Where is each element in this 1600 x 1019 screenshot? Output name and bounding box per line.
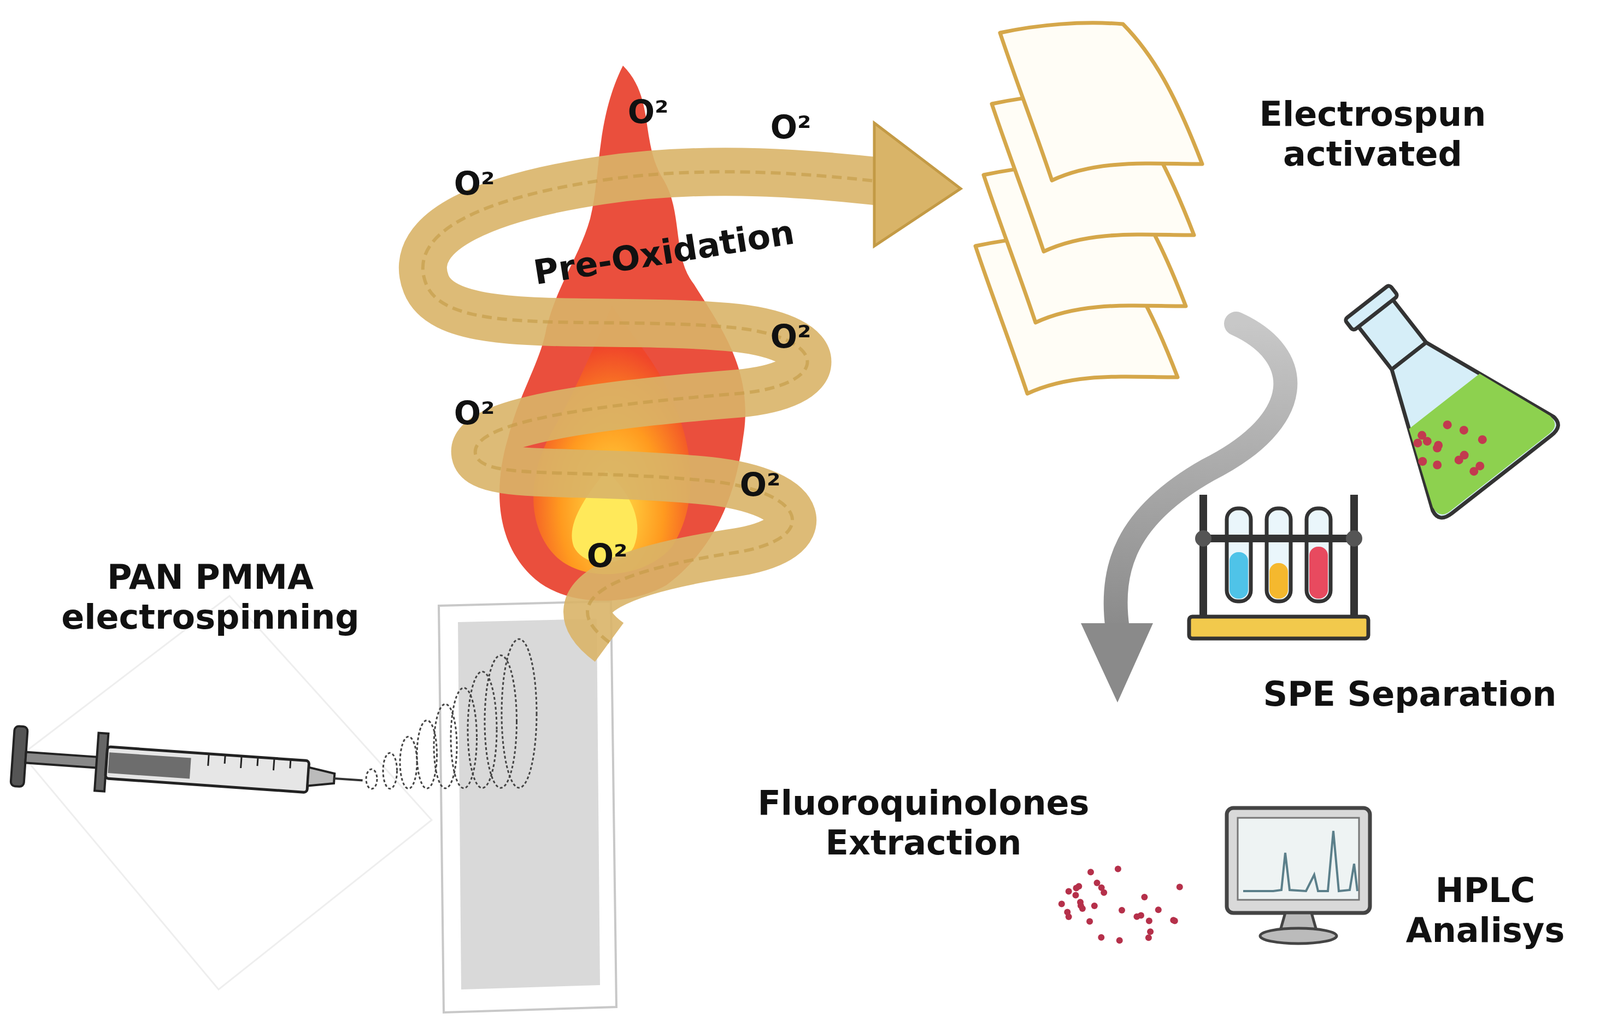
oxygen-label: O²	[430, 165, 519, 203]
oxygen-label: O²	[563, 537, 651, 575]
molecule-dot	[1114, 865, 1122, 873]
oxygen-label: O²	[430, 394, 519, 432]
molecule-dot	[1413, 438, 1422, 447]
syringe-hub	[307, 767, 335, 788]
hplc-monitor	[1226, 807, 1370, 944]
jet-loop	[501, 638, 537, 788]
background-diamond	[21, 595, 432, 990]
monitor-base	[1260, 927, 1337, 944]
step-label: HPLC Analisys	[1378, 869, 1592, 950]
tube-liquid	[1229, 551, 1249, 599]
molecule-dot	[1116, 936, 1123, 944]
electrospinning-jet	[366, 638, 537, 789]
jet-loop	[383, 752, 398, 789]
monitor-screen	[1237, 817, 1360, 900]
molecule-dot	[1475, 461, 1485, 470]
molecule-dot	[1133, 913, 1140, 920]
molecule-dot	[1422, 436, 1432, 446]
collector-frame	[438, 601, 617, 1013]
syringe	[10, 725, 365, 811]
rack-bar	[1202, 534, 1356, 543]
jet-loop	[400, 736, 417, 789]
step-label: PAN PMMA electrospinning	[24, 556, 397, 637]
flask-rim	[1344, 284, 1398, 332]
molecule-dot	[1093, 879, 1101, 886]
jet-loop	[433, 703, 457, 788]
rack-knob	[1345, 530, 1363, 547]
test-tube	[1306, 508, 1331, 602]
flask-molecules	[1413, 420, 1487, 476]
molecule-dot	[1478, 434, 1487, 444]
molecule-dot	[1075, 882, 1082, 890]
step-label: Fluoroquinolones Extraction	[721, 782, 1126, 863]
chromatogram	[1243, 830, 1358, 891]
molecule-dot	[1097, 933, 1105, 941]
syringe-barrel	[105, 746, 310, 793]
molecule-dot	[1086, 918, 1093, 925]
test-tube	[1226, 508, 1251, 602]
collector-mesh	[457, 618, 600, 990]
jet-loop	[484, 655, 517, 788]
step-label: Electrospun activated	[1225, 93, 1521, 174]
molecule-dot	[1418, 456, 1427, 466]
molecule-dot	[1171, 917, 1179, 925]
jet-loop	[467, 671, 497, 788]
molecule-dot	[1091, 902, 1098, 909]
molecule-dot	[1443, 420, 1452, 429]
step-label: SPE Separation	[1202, 673, 1600, 714]
oxygen-label: O²	[716, 466, 804, 504]
molecule-dot	[1432, 460, 1442, 470]
molecule-dot	[1098, 884, 1105, 891]
flask	[1306, 254, 1563, 522]
molecule-dot	[1072, 891, 1080, 898]
test-tube-rack	[1189, 494, 1369, 639]
rack-post	[1199, 494, 1208, 621]
molecule-dot	[1077, 902, 1085, 909]
syringe-plunger	[107, 751, 191, 779]
jet-loop	[416, 720, 438, 789]
rack-post	[1350, 494, 1358, 621]
tube-liquid	[1309, 546, 1328, 599]
oxygen-label: O²	[746, 318, 835, 356]
spiral-texture	[422, 171, 880, 643]
oxygen-label: O²	[746, 108, 835, 146]
molecule-dot	[1065, 913, 1073, 920]
molecule-dot	[1145, 916, 1153, 924]
electrospun-sheets	[975, 22, 1203, 394]
oxygen-label: O²	[604, 93, 692, 131]
fluoroquinolone-molecules	[1058, 865, 1184, 944]
jet-loop	[366, 768, 378, 789]
flask-liquid	[1385, 355, 1559, 519]
molecule-dot	[1145, 933, 1152, 941]
rack-knob	[1195, 530, 1212, 547]
molecule-dot	[1176, 883, 1184, 890]
rack-base	[1189, 616, 1369, 639]
electrospun-sheet	[1000, 22, 1203, 181]
molecule-dot	[1058, 900, 1066, 907]
syringe-graduations	[208, 754, 291, 772]
molecule-dot	[1433, 440, 1443, 450]
test-tube	[1266, 508, 1291, 602]
syringe-needle	[334, 778, 363, 781]
molecule-dot	[1087, 868, 1094, 875]
flask-body	[1348, 308, 1563, 522]
monitor-frame	[1226, 807, 1370, 913]
molecule-dot	[1065, 887, 1073, 895]
spiral-arrowhead	[874, 122, 961, 246]
molecule-dot	[1459, 425, 1469, 435]
molecule-dot	[1146, 927, 1154, 935]
tube-liquid	[1269, 562, 1288, 599]
molecule-dot	[1140, 893, 1148, 900]
molecule-dot	[1118, 906, 1126, 914]
gray-curved-arrow	[1115, 323, 1286, 629]
pre-oxidation-spiral	[422, 171, 880, 643]
molecule-dot	[1454, 455, 1464, 464]
molecule-dot	[1155, 906, 1162, 913]
gray-arrowhead	[1080, 622, 1154, 703]
